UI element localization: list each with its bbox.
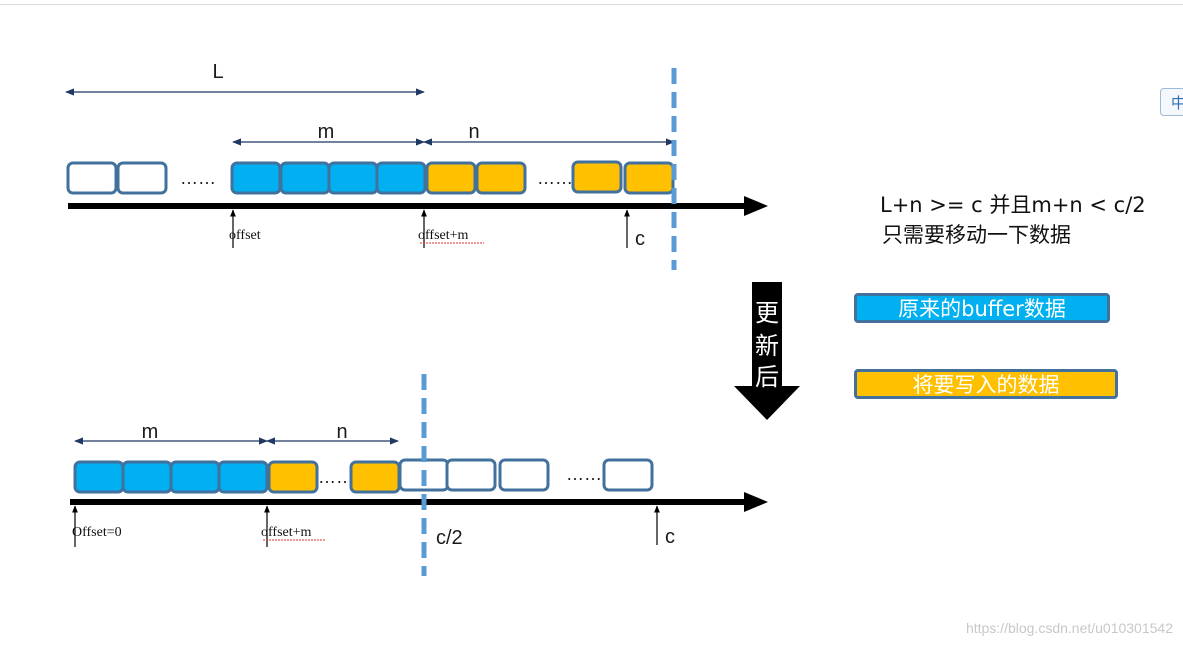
old-data-block: [230, 161, 282, 195]
label-n: n: [468, 121, 479, 143]
watermark: https://blog.csdn.net/u010301542: [965, 620, 1173, 636]
label-m: m: [318, 121, 335, 143]
top-border-line: [0, 4, 1183, 5]
old-data-block: [279, 161, 331, 195]
ellipsis: ……: [318, 467, 354, 487]
ellipsis: ……: [180, 168, 216, 188]
new-data-block: [267, 460, 319, 494]
label-offset-0: Offset=0: [72, 525, 122, 540]
label-n: n: [336, 421, 347, 443]
old-data-block: [375, 161, 427, 195]
buffer-axis-arrowhead: [744, 492, 768, 512]
label-offset: offset: [229, 228, 261, 243]
old-data-block: [217, 460, 269, 494]
condition-line-1: L+n >= c 并且m+n < c/2: [880, 193, 1146, 217]
new-data-block: [571, 160, 623, 194]
label-l: L: [212, 61, 223, 83]
legend-old-data: 原来的buffer数据: [854, 293, 1110, 323]
new-data-block: [475, 161, 527, 195]
new-data-block: [425, 161, 477, 195]
condition-line-2: 只需要移动一下数据: [882, 223, 1071, 247]
update-arrow-char: 后: [755, 363, 779, 391]
new-data-block: [623, 161, 675, 195]
empty-block: [66, 161, 118, 195]
old-data-block: [73, 460, 125, 494]
old-data-block: [169, 460, 221, 494]
label-m: m: [142, 421, 159, 443]
buffer-axis-arrowhead: [744, 196, 768, 216]
empty-block: [498, 458, 550, 492]
update-arrow: [734, 282, 800, 420]
label-c-half: c/2: [436, 527, 463, 549]
label-offset-m: offset+m: [418, 228, 469, 243]
old-data-block: [327, 161, 379, 195]
ellipsis: ……: [566, 464, 602, 484]
update-arrow-char: 更: [755, 299, 779, 327]
empty-block: [445, 458, 497, 492]
legend-new-data: 将要写入的数据: [854, 369, 1118, 399]
empty-block: [116, 161, 168, 195]
ellipsis: ……: [537, 168, 573, 188]
new-data-block: [349, 460, 401, 494]
old-data-block: [121, 460, 173, 494]
label-offset-m: offset+m: [261, 525, 312, 540]
update-arrow-char: 新: [755, 332, 779, 360]
label-c: c: [665, 526, 675, 548]
ime-indicator[interactable]: 中: [1160, 88, 1183, 116]
label-c: c: [635, 228, 645, 250]
empty-block: [602, 458, 654, 492]
